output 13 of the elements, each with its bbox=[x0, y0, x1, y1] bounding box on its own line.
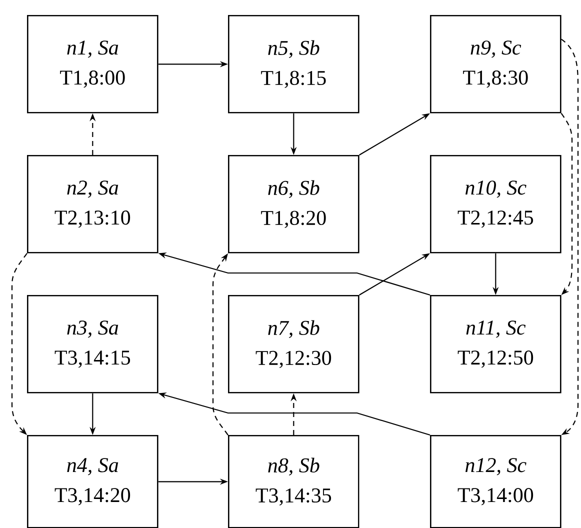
event-box: n12, Sc T3,14:00 bbox=[430, 435, 562, 528]
event-box: n5, Sb T1,8:15 bbox=[228, 15, 360, 114]
event-box: n7, Sb T2,12:30 bbox=[228, 295, 360, 394]
event-box: n4, Sa T3,14:20 bbox=[27, 435, 158, 528]
event-box: n10, Sc T2,12:45 bbox=[430, 155, 562, 254]
event-box: n6, Sb T1,8:20 bbox=[228, 155, 360, 254]
event-box: n2, Sa T2,13:10 bbox=[27, 155, 158, 254]
arrow bbox=[560, 38, 579, 435]
event-box: n9, Sc T1,8:30 bbox=[430, 15, 562, 114]
event-box: n11, Sc T2,12:50 bbox=[430, 295, 562, 394]
event-box: n3, Sa T3,14:15 bbox=[27, 295, 158, 394]
event-box: n8, Sb T3,14:35 bbox=[228, 435, 360, 528]
event-box: n1, Sa T1,8:00 bbox=[27, 15, 158, 114]
